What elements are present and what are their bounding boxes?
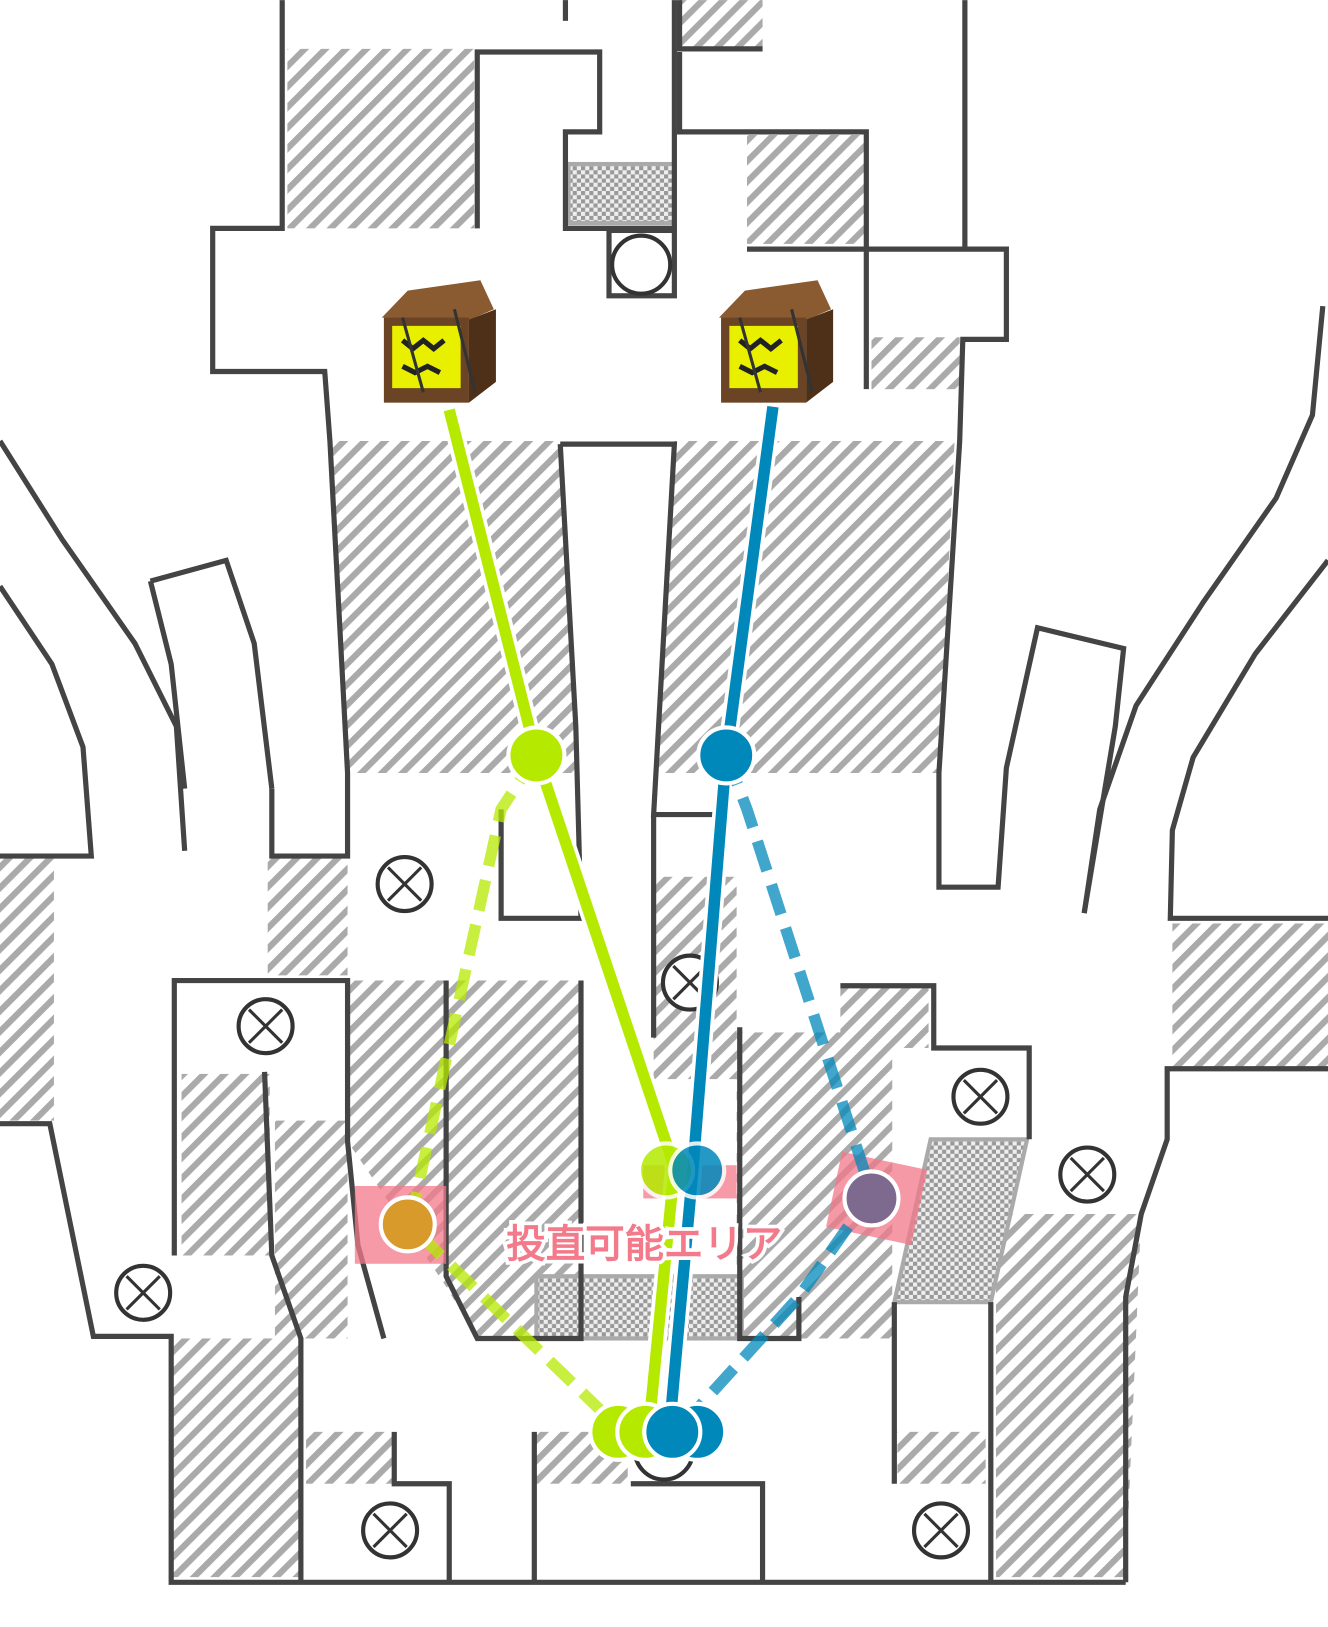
blocked-point-icon bbox=[114, 1263, 173, 1322]
blocked-point-icon bbox=[236, 997, 295, 1056]
blocked-point-icon bbox=[951, 1067, 1010, 1126]
green-route bbox=[403, 407, 684, 1433]
walls bbox=[0, 0, 1328, 1585]
throwable-area-label: 投直可能エリア bbox=[506, 1222, 782, 1268]
route-nodes bbox=[378, 725, 901, 1462]
treasure-chest-icon bbox=[718, 280, 834, 403]
treasure-chest-icon bbox=[381, 280, 496, 403]
blocked-point-icon bbox=[361, 1501, 420, 1560]
blocked-point-icon bbox=[911, 1501, 971, 1560]
blocked-point-icon bbox=[375, 855, 434, 914]
blocked-point-icon bbox=[1058, 1145, 1117, 1204]
grate-areas bbox=[534, 161, 1030, 1341]
spawn-point-icon bbox=[610, 233, 673, 296]
